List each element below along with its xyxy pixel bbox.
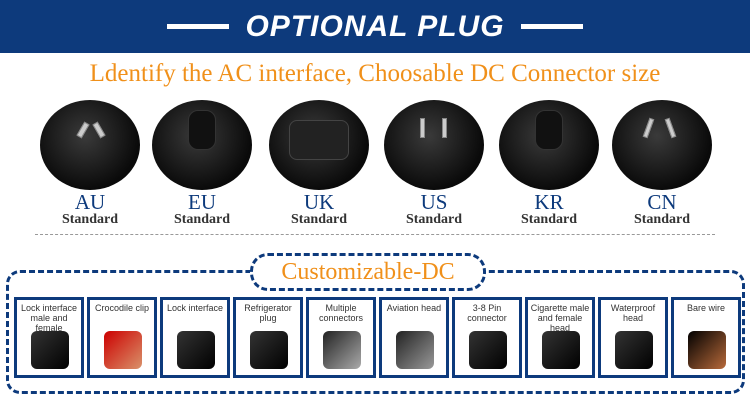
connector-card: Lock interface male and female xyxy=(14,297,84,378)
connector-image xyxy=(104,331,142,369)
plug-code: UK xyxy=(303,190,335,214)
connector-card: Crocodile clip xyxy=(87,297,157,378)
connector-card: Refrigerator plug xyxy=(233,297,303,378)
connector-card: Bare wire xyxy=(671,297,741,378)
connector-card: Multiple connectors xyxy=(306,297,376,378)
plug-image xyxy=(384,100,484,190)
connector-card: Cigarette male and female head xyxy=(525,297,595,378)
connector-image xyxy=(250,331,288,369)
connector-image xyxy=(688,331,726,369)
connector-card: 3-8 Pin connector xyxy=(452,297,522,378)
connector-image xyxy=(469,331,507,369)
connector-image xyxy=(396,331,434,369)
plug-label: Standard xyxy=(61,212,119,227)
plug-code: EU xyxy=(188,190,216,214)
plug-image xyxy=(269,100,369,190)
connector-card: Aviation head xyxy=(379,297,449,378)
plug-label: Standard xyxy=(405,212,463,227)
connector-label: Crocodile clip xyxy=(94,303,150,313)
dc-connector-list: Lock interface male and female Crocodile… xyxy=(14,297,741,378)
connector-image xyxy=(323,331,361,369)
connector-label: Lock interface xyxy=(166,303,224,313)
plug-image xyxy=(152,100,252,190)
plug-label: Standard xyxy=(633,212,691,227)
connector-label: Waterproof head xyxy=(610,303,656,323)
dashed-divider xyxy=(35,234,715,235)
plug-label: Standard xyxy=(173,212,231,227)
dc-title: Customizable-DC xyxy=(250,253,486,291)
subtitle: Ldentify the AC interface, Choosable DC … xyxy=(89,60,661,87)
plug-image xyxy=(40,100,140,190)
plug-image xyxy=(499,100,599,190)
connector-card: Waterproof head xyxy=(598,297,668,378)
connector-label: Aviation head xyxy=(386,303,442,313)
connector-label: Cigarette male and female head xyxy=(530,303,590,333)
connector-image xyxy=(542,331,580,369)
plug-code: US xyxy=(420,190,448,214)
plug-code: KR xyxy=(534,190,564,214)
header-banner: OPTIONAL PLUG xyxy=(0,0,750,53)
plug-label: Standard xyxy=(290,212,348,227)
plug-image xyxy=(612,100,712,190)
connector-card: Lock interface xyxy=(160,297,230,378)
plug-code: CN xyxy=(647,190,677,214)
connector-label: Refrigerator plug xyxy=(244,303,292,323)
plug-label: Standard xyxy=(520,212,578,227)
divider xyxy=(520,24,583,29)
connector-image xyxy=(177,331,215,369)
connector-label: Bare wire xyxy=(686,303,725,313)
plug-code: AU xyxy=(74,190,106,214)
divider xyxy=(167,24,230,29)
connector-label: Lock interface male and female xyxy=(20,303,78,333)
page-title: OPTIONAL PLUG xyxy=(245,9,505,43)
connector-image xyxy=(615,331,653,369)
connector-image xyxy=(31,331,69,369)
connector-label: Multiple connectors xyxy=(318,303,364,323)
connector-label: 3-8 Pin connector xyxy=(467,303,507,323)
